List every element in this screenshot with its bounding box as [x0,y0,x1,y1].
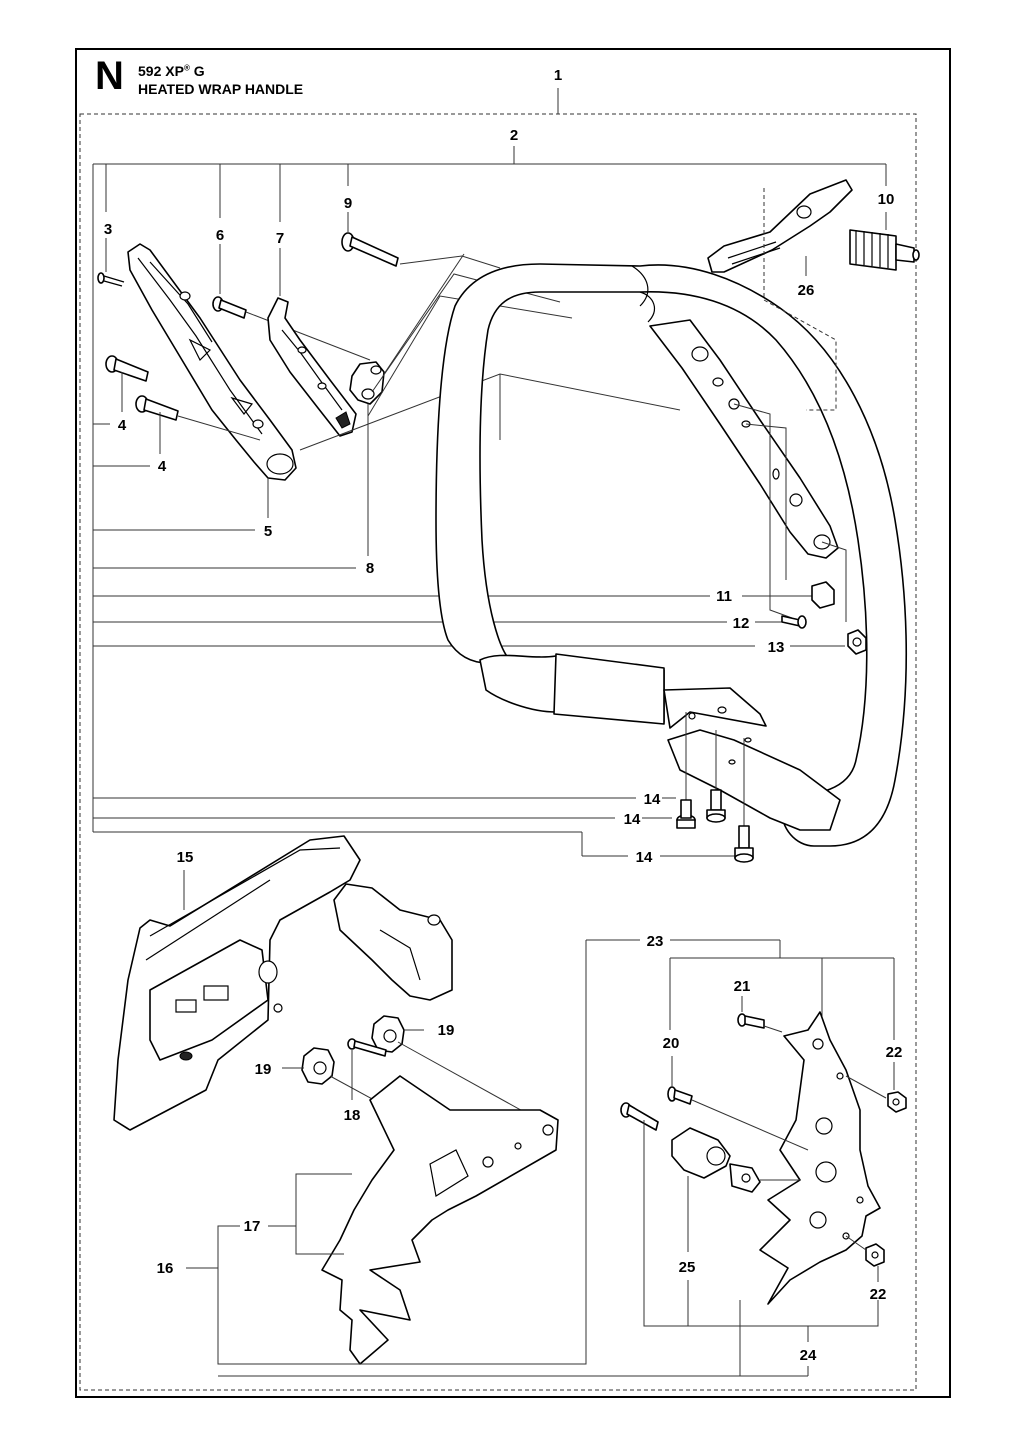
part-10-spring [849,229,920,271]
model-title: 592 XP® G [138,63,205,79]
callout-3: 3 [104,221,112,238]
callout-19b: 19 [255,1061,272,1078]
callout-15: 15 [177,849,194,866]
part-11-square-nut [811,581,835,609]
part-13-nut [847,629,867,655]
assembly-line-22a [845,1075,887,1099]
callout-6: 6 [216,227,224,244]
callout-5: 5 [264,523,272,540]
callout-18: 18 [344,1107,361,1124]
part-7-switch [267,297,357,437]
leaders-left [93,423,845,857]
part-2-wrap-handle [435,263,908,847]
assembly-line-20 [691,1099,809,1151]
part-14-screw-a [676,799,696,829]
part-9-screw [341,232,399,267]
callout-22b: 22 [870,1286,887,1303]
callout-17: 17 [244,1218,261,1235]
part-22-nut-b [865,1243,885,1267]
part-14-screw-b [706,789,726,823]
part-21-screw [737,1013,765,1029]
callout-10: 10 [878,191,895,208]
callout-4b: 4 [158,458,167,475]
callout-23: 23 [647,933,664,950]
bracket-17 [268,1173,352,1255]
callout-1: 1 [554,67,562,84]
callout-24: 24 [800,1347,817,1364]
callout-14a: 14 [644,791,661,808]
part-4-screw-b [135,395,179,421]
part-15-clutch-cover [113,835,453,1131]
bracket-23 [669,939,895,1376]
callout-19a: 19 [438,1022,455,1039]
callout-labels: 1 2 3 4 4 5 6 7 8 9 10 11 12 13 14 14 14… [104,67,903,1364]
assembly-line-22b [845,1235,867,1251]
section-title: HEATED WRAP HANDLE [138,81,304,97]
callout-2: 2 [510,127,518,144]
callout-22a: 22 [886,1044,903,1061]
model-suffix: G [193,63,205,79]
bracket-24 [218,1120,879,1377]
callout-26: 26 [798,282,815,299]
bracket-2 [92,146,887,832]
part-12-screw [781,615,807,629]
part-18-screw [347,1038,387,1057]
part-22-nut-a [887,1091,907,1113]
part-25-spacer [671,1127,761,1193]
section-letter: N [95,54,124,98]
assembly-lines-right [685,403,847,826]
part-20-screw-b [620,1102,659,1131]
callout-16: 16 [157,1260,174,1277]
part-19-bushing-a [371,1015,405,1053]
dashed-guide-26 [763,188,837,411]
assembly-line-21 [763,1025,783,1033]
callout-14b: 14 [624,811,641,828]
callout-13: 13 [768,639,785,656]
diagram-frame [75,48,951,1398]
callout-7: 7 [276,230,284,247]
callout-12: 12 [733,615,750,632]
callout-14c: 14 [636,849,653,866]
part-14-screw-c [734,825,754,863]
assembly-1-dashed-box [79,113,917,1391]
part-20-screw-a [667,1086,693,1105]
part-6-screw [212,296,247,319]
assembly-line-6 [245,311,371,361]
part-4-screw-a [105,355,149,382]
model-name: 592 XP [138,63,184,79]
part-19-bushing-b [301,1047,335,1085]
part-24-spike-plate [759,1011,881,1305]
registered-mark: ® [183,63,190,73]
callout-4a: 4 [118,417,127,434]
assembly-line-4 [177,415,261,441]
part-26-lever [707,179,853,273]
callout-20: 20 [663,1035,680,1052]
callout-21: 21 [734,978,751,995]
callout-9: 9 [344,195,352,212]
part-5-bracket [127,243,297,481]
callout-25: 25 [679,1259,696,1276]
bracket-16 [186,939,640,1365]
part-3-screw [97,272,125,287]
callout-8: 8 [366,560,374,577]
part-17-spike-bumper [321,1075,559,1365]
callout-11: 11 [716,588,732,605]
